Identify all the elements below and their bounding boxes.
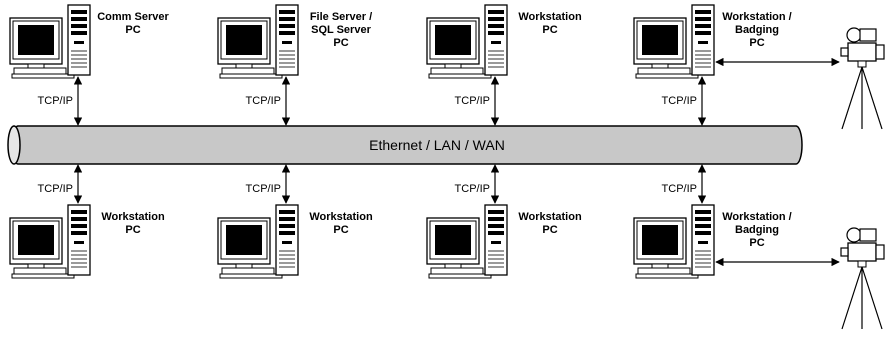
protocol-label: TCP/IP [455,95,490,107]
protocol-label: TCP/IP [246,95,281,107]
bottom-row: WorkstationPCTCP/IPWorkstationPCTCP/IPWo… [9,164,885,330]
node-name-line: Comm Server [97,11,169,23]
desktop-computer-icon [426,204,508,279]
camera-on-tripod-icon [840,227,885,330]
node-name-line: PC [542,24,557,36]
node-name-line: PC [749,37,764,49]
camera-on-tripod-icon [840,27,885,130]
protocol-label: TCP/IP [662,183,697,195]
protocol-label: TCP/IP [662,95,697,107]
desktop-computer-icon [633,204,715,279]
desktop-computer-icon [217,204,299,279]
node-name-line: Badging [735,24,779,36]
bus-end-cap [7,125,21,165]
node-name-line: PC [333,37,348,49]
node-name-line: Workstation / [722,211,791,223]
desktop-computer-icon [633,4,715,79]
node-name-line: Workstation [518,211,582,223]
ethernet-bus: Ethernet / LAN / WAN [7,125,803,165]
node-name-line: Workstation / [722,11,791,23]
node-name-line: Badging [735,224,779,236]
node-name-line: Workstation [518,11,582,23]
desktop-computer-icon [9,4,91,79]
node-name-line: PC [125,224,140,236]
node-name-line: PC [542,224,557,236]
desktop-computer-icon [426,4,508,79]
node-name-line: PC [333,224,348,236]
protocol-label: TCP/IP [246,183,281,195]
node-name-line: Workstation [101,211,165,223]
node-name-line: SQL Server [311,24,371,36]
node-name-line: PC [125,24,140,36]
node-name-line: Workstation [309,211,373,223]
node-name-line: PC [749,237,764,249]
node-name-line: File Server / [310,11,372,23]
protocol-label: TCP/IP [38,183,73,195]
bus-label: Ethernet / LAN / WAN [369,137,505,153]
protocol-label: TCP/IP [455,183,490,195]
desktop-computer-icon [9,204,91,279]
protocol-label: TCP/IP [38,95,73,107]
desktop-computer-icon [217,4,299,79]
